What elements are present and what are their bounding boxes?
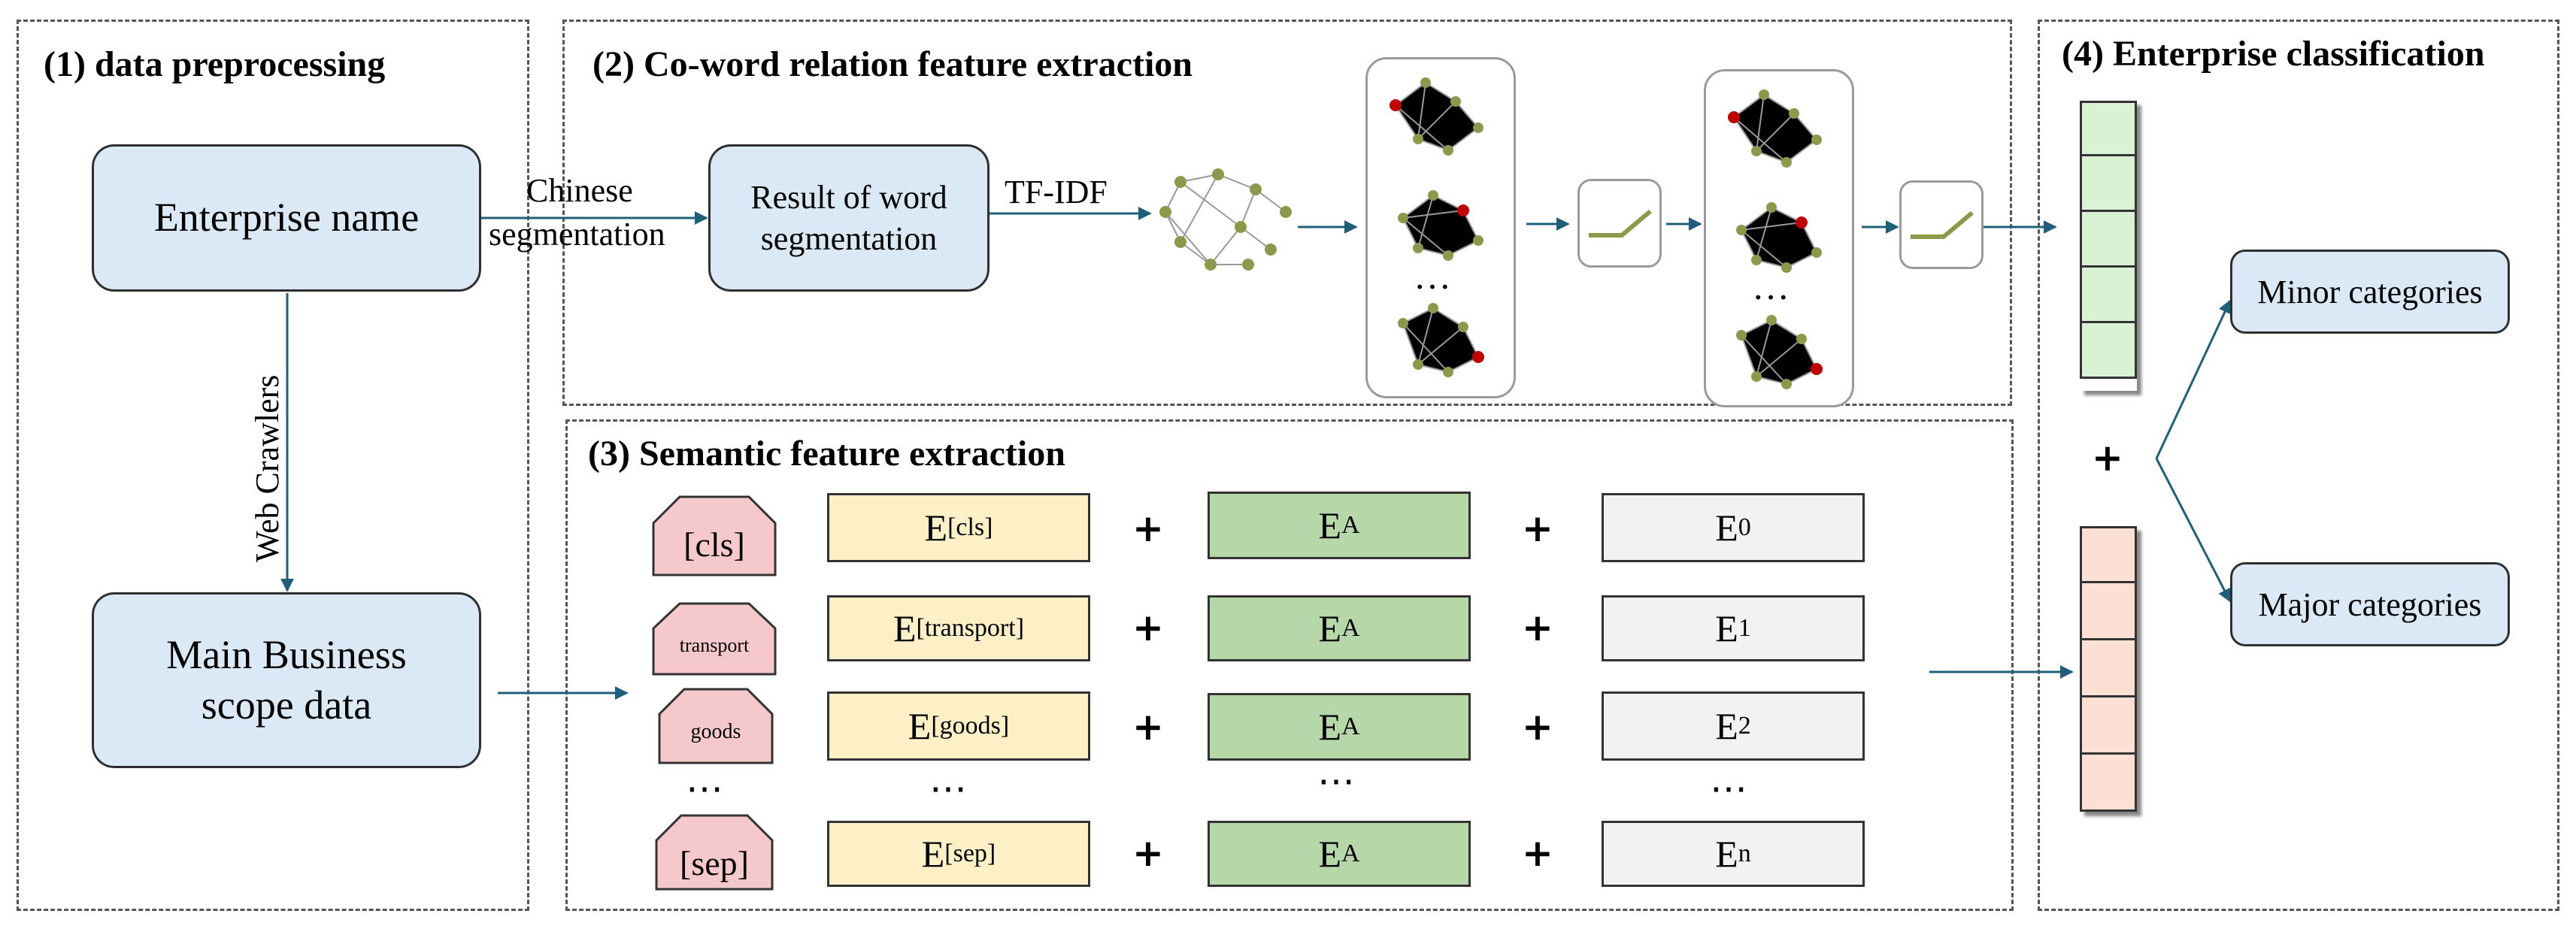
minor-categories-node: Minor categories xyxy=(2230,250,2510,334)
concat-plus-sign: + xyxy=(2092,436,2123,480)
token-sep: [sep] xyxy=(654,813,774,891)
gnn-layer-2-graphs xyxy=(1728,89,1823,389)
gnn-layer-1-graphs xyxy=(1390,77,1484,377)
enterprise-name-node: Enterprise name xyxy=(92,144,481,292)
enterprise-name-label: Enterprise name xyxy=(153,195,420,241)
panel-title-1: (1) data preprocessing xyxy=(44,44,386,84)
token-label: [cls] xyxy=(683,525,745,564)
token-embedding-cls: E[cls] xyxy=(827,493,1090,562)
word-segmentation-node: Result of word segmentation xyxy=(708,144,989,292)
panel-data-preprocessing xyxy=(17,20,529,911)
main-business-label-1: Main Business xyxy=(166,631,407,677)
plus-sign: + xyxy=(1132,507,1164,550)
token-label: transport xyxy=(679,634,750,656)
token-shape-icon xyxy=(655,814,774,891)
relu-icon-2 xyxy=(1911,210,1974,239)
position-emb-ellipsis: ⋯ xyxy=(1710,767,1747,809)
edge-label-chinese: Chinese xyxy=(526,172,633,209)
plus-sign: + xyxy=(1132,705,1164,749)
semantic-feature-vector xyxy=(2080,526,2137,812)
word-seg-label-1: Result of word xyxy=(750,179,947,216)
token-shape-icon xyxy=(652,495,777,576)
segment-emb-ellipsis: ⋯ xyxy=(1317,760,1355,802)
plus-sign: + xyxy=(1132,606,1164,649)
panel-title-4: (4) Enterprise classification xyxy=(2062,34,2485,74)
relu-icon-1 xyxy=(1589,209,1652,238)
token-cls: [cls] xyxy=(651,495,777,577)
token-goods: goods xyxy=(657,687,774,765)
coword-feature-vector xyxy=(2080,101,2137,391)
major-categories-node: Major categories xyxy=(2230,562,2510,646)
panel-semantic-extraction xyxy=(565,419,2014,911)
cooccurrence-graph-icon xyxy=(1159,168,1292,271)
plus-sign: + xyxy=(1522,831,1553,875)
token-embedding-sep: E[sep] xyxy=(827,821,1090,887)
token-ellipsis: ⋯ xyxy=(686,767,723,809)
edge-label-tfidf: TF-IDF xyxy=(1005,174,1108,210)
minor-categories-label: Minor categories xyxy=(2257,273,2483,310)
gnn-layer-2-ellipsis: … xyxy=(1752,265,1790,307)
panel-coword-extraction xyxy=(562,20,2012,406)
major-categories-label: Major categories xyxy=(2258,586,2482,623)
token-emb-ellipsis: ⋯ xyxy=(929,767,967,809)
plus-sign: + xyxy=(1522,705,1553,749)
token-label: goods xyxy=(690,720,741,743)
main-business-node: Main Business scope data xyxy=(92,592,481,768)
main-business-label-2: scope data xyxy=(201,682,372,728)
token-shape-icon xyxy=(658,688,774,764)
token-embedding-goods: E[goods] xyxy=(827,691,1090,761)
token-label: [sep] xyxy=(680,844,749,882)
plus-sign: + xyxy=(1132,831,1164,875)
panel-title-3: (3) Semantic feature extraction xyxy=(588,434,1065,474)
plus-sign: + xyxy=(1522,507,1553,550)
panel-title-2: (2) Co-word relation feature extraction xyxy=(592,44,1193,84)
token-shape-icon xyxy=(652,602,777,676)
plus-sign: + xyxy=(1522,606,1553,649)
token-transport: transport xyxy=(651,601,777,676)
edge-label-segmentation: segmentation xyxy=(489,216,665,253)
relu-box-2 xyxy=(1899,180,1984,269)
token-embedding-transport: E[transport] xyxy=(827,595,1090,661)
edge-label-web-crawlers: Web Crawlers xyxy=(249,374,286,562)
panel-enterprise-classification xyxy=(2038,20,2559,911)
word-seg-label-2: segmentation xyxy=(760,220,938,257)
relu-box-1 xyxy=(1577,179,1662,268)
gnn-layer-1-ellipsis: … xyxy=(1414,255,1451,297)
